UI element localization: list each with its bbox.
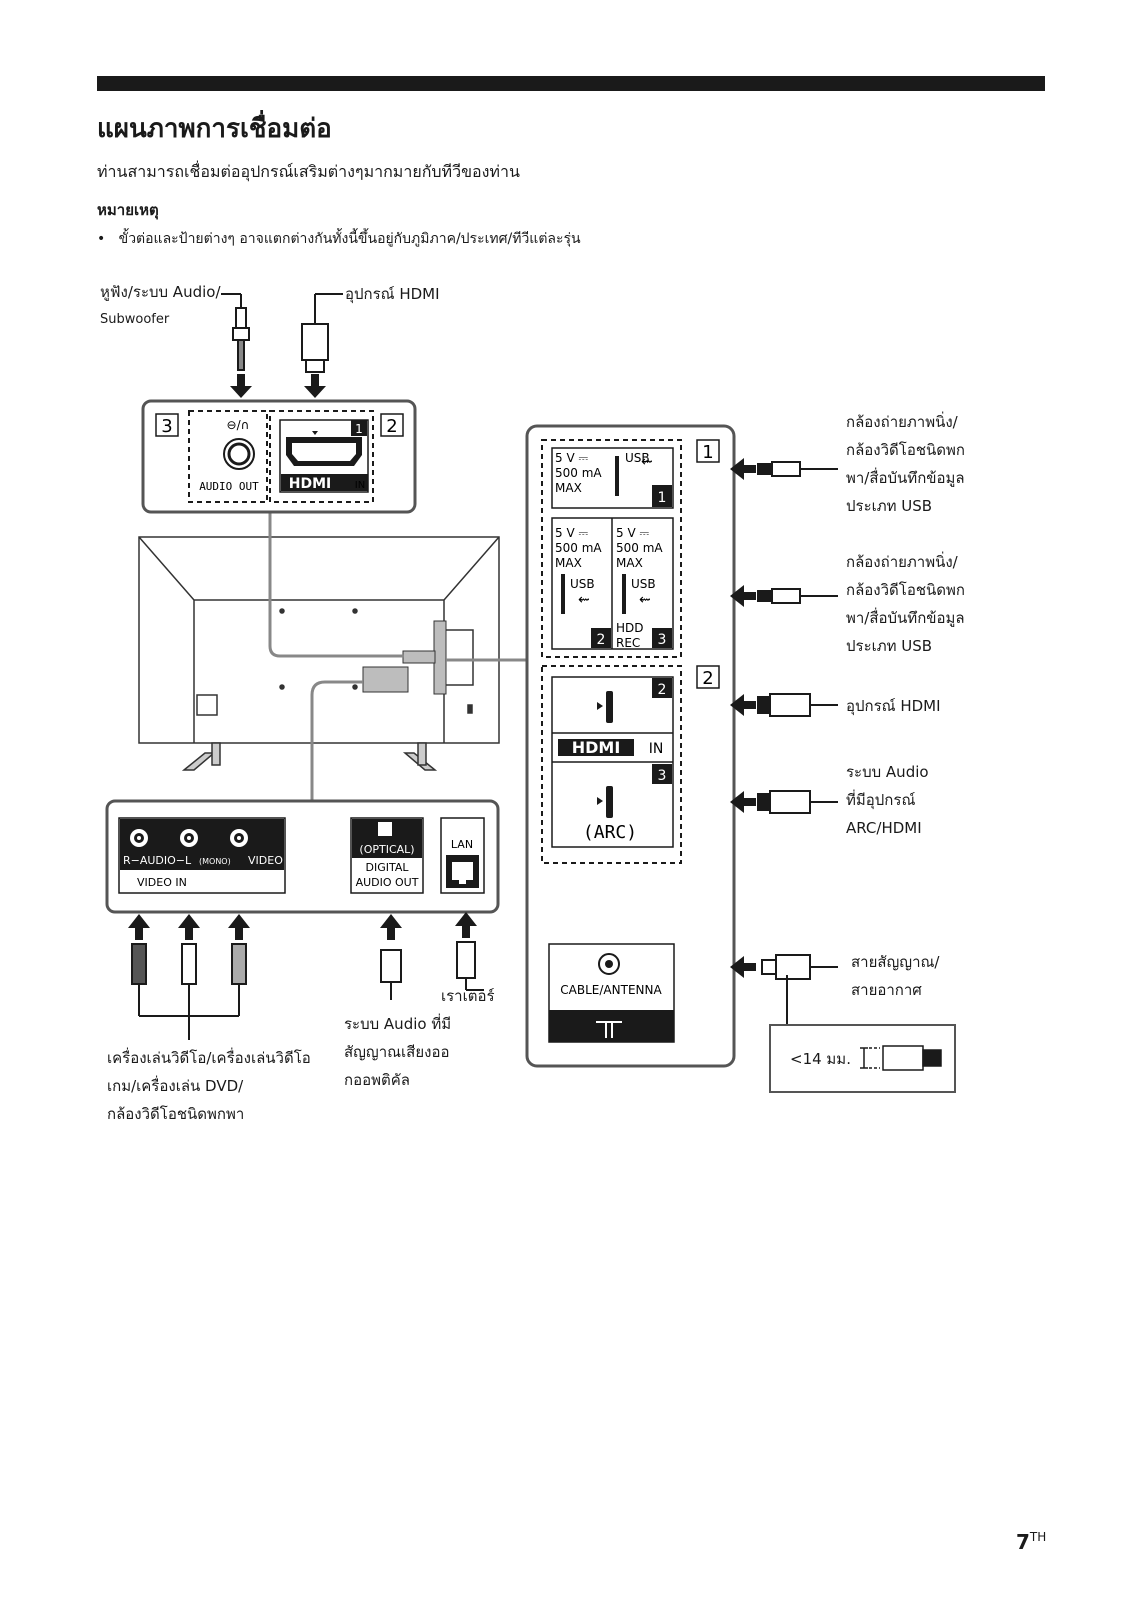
hdmi2-num: 2 bbox=[658, 682, 667, 698]
hdmi-logo-right: HDMI bbox=[572, 738, 621, 757]
digital-label: DIGITAL bbox=[365, 861, 409, 874]
hdmi-in-label: IN bbox=[355, 480, 365, 491]
page-number-suffix: TH bbox=[1029, 1530, 1047, 1544]
panel-top bbox=[141, 399, 417, 514]
usb2-num: 2 bbox=[597, 632, 606, 648]
audio-label: R−AUDIO−L bbox=[123, 854, 192, 867]
usb2-icon: ⇜ bbox=[578, 592, 590, 608]
badge-2: 2 bbox=[386, 416, 397, 437]
cable-spec-plug bbox=[860, 1045, 942, 1071]
optical-label: (OPTICAL) bbox=[359, 843, 414, 856]
arrows bbox=[128, 374, 756, 978]
usb1-line1: กล้องถ่ายภาพนิ่ง/ bbox=[846, 413, 958, 431]
usb-device-2-label: กล้องถ่ายภาพนิ่ง/ กล้องวิดีโอชนิดพก พา/ส… bbox=[846, 548, 965, 660]
usb2-line2: กล้องวิดีโอชนิดพก bbox=[846, 581, 965, 599]
arc-line3: ARC/HDMI bbox=[846, 819, 922, 837]
panel-right bbox=[525, 424, 736, 1068]
hdmi-logo: HDMI bbox=[289, 476, 331, 492]
cables bbox=[131, 293, 838, 1040]
badge-2: 2 bbox=[702, 668, 713, 689]
usb2-label: USB bbox=[570, 577, 595, 591]
usb1-label: USB bbox=[625, 451, 650, 465]
page-number-value: 7 bbox=[1016, 1530, 1030, 1554]
usb2-ma: 500 mA bbox=[555, 541, 602, 555]
hdmi-1-num: 1 bbox=[355, 422, 363, 436]
usb3-max: MAX bbox=[616, 556, 643, 570]
hdmi-device-top-label: อุปกรณ์ HDMI bbox=[345, 285, 440, 303]
usb1-volt: 5 V ⎓ bbox=[555, 451, 588, 465]
usb-device-1-label: กล้องถ่ายภาพนิ่ง/ กล้องวิดีโอชนิดพก พา/ส… bbox=[846, 408, 965, 520]
headphone-label: หูฟัง/ระบบ Audio/ Subwoofer bbox=[100, 278, 221, 334]
hdmi-in-right: IN bbox=[649, 741, 664, 757]
usb1-line4: ประเภท USB bbox=[846, 497, 933, 515]
page-title: แผนภาพการเชื่อมต่อ bbox=[97, 114, 332, 144]
arc-device-label: ระบบ Audio ที่มีอุปกรณ์ ARC/HDMI bbox=[846, 758, 929, 842]
mono-label: (MONO) bbox=[199, 857, 231, 866]
video-in-label: VIDEO IN bbox=[137, 876, 187, 889]
headphone-label-line1: หูฟัง/ระบบ Audio/ bbox=[100, 283, 221, 301]
tv-terminal-top bbox=[402, 650, 436, 664]
video-device-label: เครื่องเล่นวิดีโอ/เครื่องเล่นวิดีโอ เกม/… bbox=[107, 1044, 311, 1128]
usb1-num: 1 bbox=[658, 490, 667, 506]
optical-device-label: ระบบ Audio ที่มี สัญญาณเสียงออ กออพติคัล bbox=[344, 1010, 451, 1094]
optical-line2: สัญญาณเสียงออ bbox=[344, 1043, 450, 1061]
usb1-max: MAX bbox=[555, 481, 582, 495]
router-label: เราเตอร์ bbox=[441, 987, 495, 1005]
arc-label: (ARC) bbox=[583, 822, 637, 843]
badge-1: 1 bbox=[702, 442, 713, 463]
usb2-line3: พา/สื่อบันทึกข้อมูล bbox=[846, 609, 965, 627]
usb3-hdd: HDD bbox=[616, 621, 644, 635]
note-text: ขั้วต่อและป้ายต่างๆ อาจแตกต่างกันทั้งนี้… bbox=[118, 231, 581, 247]
leader-lines bbox=[268, 512, 527, 801]
cable-spec-label: <14 มม. bbox=[790, 1050, 851, 1068]
panel-bottom bbox=[105, 799, 500, 914]
usb2-line1: กล้องถ่ายภาพนิ่ง/ bbox=[846, 553, 958, 571]
usb1-line2: กล้องวิดีโอชนิดพก bbox=[846, 441, 965, 459]
antenna-line2: สายอากาศ bbox=[851, 981, 922, 999]
optical-line1: ระบบ Audio ที่มี bbox=[344, 1015, 452, 1033]
arc-line1: ระบบ Audio bbox=[846, 763, 929, 781]
usb3-ma: 500 mA bbox=[616, 541, 663, 555]
usb2-line4: ประเภท USB bbox=[846, 637, 933, 655]
video-line2: เกม/เครื่องเล่น DVD/ bbox=[107, 1077, 244, 1095]
antenna-line1: สายสัญญาณ/ bbox=[851, 953, 940, 971]
headphone-symbol: ⊖/∩ bbox=[227, 418, 250, 432]
usb3-icon: ⇜ bbox=[639, 592, 651, 608]
bullet: • bbox=[97, 231, 106, 247]
usb2-volt: 5 V ⎓ bbox=[555, 526, 588, 540]
hdmi-device-right-label: อุปกรณ์ HDMI bbox=[846, 697, 941, 715]
panel-top-text: 3 2 1 ⊖/∩ AUDIO OUT HDMI IN bbox=[161, 416, 397, 493]
usb1-icon: ⇜ bbox=[641, 454, 653, 470]
antenna-label: สายสัญญาณ/ สายอากาศ bbox=[851, 948, 939, 1004]
arc-line2: ที่มีอุปกรณ์ bbox=[846, 791, 916, 809]
tv-terminal-side bbox=[433, 620, 447, 695]
usb2-max: MAX bbox=[555, 556, 582, 570]
audio-out-label: AUDIO OUT bbox=[199, 480, 259, 493]
cable-antenna-label: CABLE/ANTENNA bbox=[560, 983, 662, 997]
video-line3: กล้องวิดีโอชนิดพกพา bbox=[107, 1105, 245, 1123]
header-rule bbox=[97, 76, 1045, 91]
audio-out-label-2: AUDIO OUT bbox=[356, 876, 419, 889]
video-line1: เครื่องเล่นวิดีโอ/เครื่องเล่นวิดีโอ bbox=[107, 1049, 311, 1067]
usb3-volt: 5 V ⎓ bbox=[616, 526, 649, 540]
lan-label: LAN bbox=[451, 838, 473, 851]
usb3-num: 3 bbox=[658, 632, 667, 648]
panel-right-text: 1 2 5 V ⎓ 500 mA MAX USB ⇜ 1 5 V ⎓ 500 m… bbox=[555, 442, 714, 997]
usb1-ma: 500 mA bbox=[555, 466, 602, 480]
note-item: • ขั้วต่อและป้ายต่างๆ อาจแตกต่างกันทั้งน… bbox=[97, 228, 581, 250]
headphone-label-line2: Subwoofer bbox=[100, 312, 170, 327]
tv-terminal-bottom bbox=[362, 666, 409, 693]
intro-text: ท่านสามารถเชื่อมต่ออุปกรณ์เสริมต่างๆมากม… bbox=[97, 162, 520, 181]
hdmi3-num: 3 bbox=[658, 768, 667, 784]
usb1-line3: พา/สื่อบันทึกข้อมูล bbox=[846, 469, 965, 487]
usb3-rec: REC bbox=[616, 636, 640, 650]
page-number: 7TH bbox=[1016, 1530, 1046, 1554]
panel-bottom-text: R−AUDIO−L (MONO) VIDEO VIDEO IN (OPTICAL… bbox=[123, 838, 473, 889]
badge-3: 3 bbox=[161, 416, 172, 437]
video-label: VIDEO bbox=[248, 854, 283, 867]
note-heading: หมายเหตุ bbox=[97, 201, 159, 219]
optical-line3: กออพติคัล bbox=[344, 1071, 410, 1089]
usb3-label: USB bbox=[631, 577, 656, 591]
